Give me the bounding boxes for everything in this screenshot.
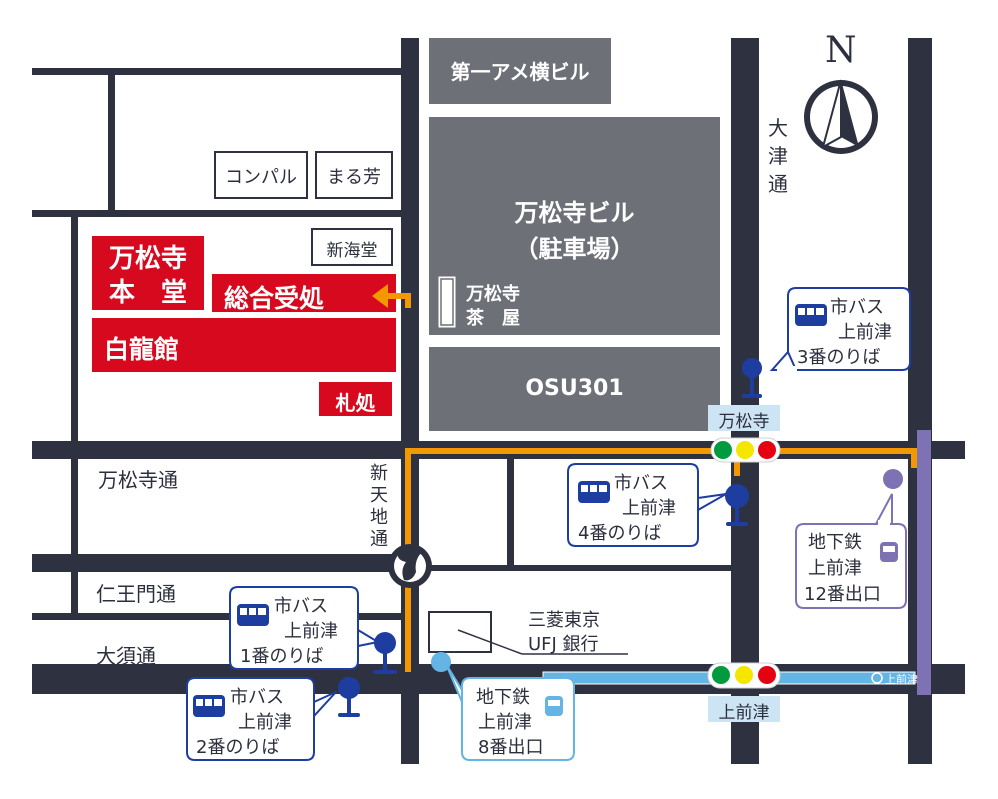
label-hondo-1: 万松寺 bbox=[108, 244, 187, 274]
label-ufj-2: UFJ 銀行 bbox=[528, 634, 599, 655]
subway-line-tsurumai bbox=[917, 430, 931, 695]
subway-exit-8-dot bbox=[431, 652, 451, 672]
label-hakuryukan: 白龍館 bbox=[104, 335, 180, 364]
minor-streets bbox=[32, 68, 740, 620]
road-niomon-dori bbox=[32, 554, 408, 572]
compass-label: N bbox=[825, 30, 857, 71]
bus-stop-3-line1: 市バス bbox=[830, 297, 884, 318]
bus-stop-4-line2: 上前津 bbox=[622, 498, 676, 519]
label-reception: 総合受処 bbox=[224, 284, 325, 313]
route-arrow bbox=[372, 284, 388, 308]
building-osu301 bbox=[429, 347, 720, 431]
street-label-banshoji-dori: 万松寺通 bbox=[98, 468, 178, 492]
subway-exit-12-dot bbox=[883, 469, 903, 489]
label-ufj-1: 三菱東京 bbox=[528, 610, 600, 631]
intersection-label-banshoji: 万松寺 bbox=[718, 412, 770, 432]
rotary-icon bbox=[388, 544, 432, 588]
building-banshoji-bldg bbox=[429, 117, 720, 335]
building-compal bbox=[214, 151, 308, 199]
label-marukaho: まる芳 bbox=[327, 167, 381, 188]
street-label-otsu-dori: 大津通 bbox=[768, 116, 788, 196]
building-shinkaido bbox=[311, 228, 393, 266]
label-compal: コンパル bbox=[225, 167, 297, 188]
label-hondo-2: 本 堂 bbox=[108, 278, 187, 308]
callout-exit-12 bbox=[795, 523, 907, 609]
gray-buildings bbox=[429, 38, 720, 431]
bus-stop-1-line2: 上前津 bbox=[284, 621, 338, 642]
street-label-niomon-dori: 仁王門通 bbox=[96, 582, 176, 606]
block-hakuryukan bbox=[92, 318, 396, 372]
subway-exit-8-line1: 地下鉄 bbox=[476, 687, 530, 708]
bus-stop-pin-icon bbox=[338, 358, 762, 717]
block-fuda bbox=[319, 382, 392, 416]
label-box-banshoji bbox=[708, 405, 780, 431]
building-marukaho bbox=[315, 151, 393, 199]
traffic-signal-banshoji bbox=[710, 437, 781, 463]
label-fuda: 札処 bbox=[335, 391, 376, 415]
subway-exit-8-line3: 8番出口 bbox=[478, 737, 544, 758]
temple-blocks bbox=[92, 236, 396, 416]
building-ufj bbox=[428, 611, 492, 653]
station-icon bbox=[871, 672, 883, 684]
label-banshoji-bldg: 万松寺ビル bbox=[514, 199, 635, 227]
bus-stop-4-line1: 市バス bbox=[614, 473, 668, 494]
label-shinkaido: 新海堂 bbox=[326, 241, 378, 261]
bus-stop-3-line3: 3番のりば bbox=[797, 347, 881, 368]
label-daiichi-ame: 第一アメ横ビル bbox=[450, 60, 590, 84]
building-daiichi-ame bbox=[429, 38, 611, 104]
bus-stop-1-line3: 1番のりば bbox=[240, 646, 324, 667]
bus-stop-3-line2: 上前津 bbox=[838, 322, 892, 343]
chaya-marker bbox=[438, 276, 456, 328]
bus-stop-4-line3: 4番のりば bbox=[578, 523, 662, 544]
intersection-label-kamimaezu: 上前津 bbox=[718, 703, 770, 723]
bus-stop-2-line2: 上前津 bbox=[238, 712, 292, 733]
road-otsu-dori bbox=[731, 38, 759, 764]
train-icon bbox=[545, 542, 898, 716]
label-osu301: OSU301 bbox=[525, 376, 624, 401]
label-box-kamimaezu bbox=[708, 696, 780, 722]
traffic-signal-kamimaezu bbox=[707, 662, 781, 689]
subway-exit-12-line1: 地下鉄 bbox=[808, 532, 862, 553]
label-banshoji-parking: （駐車場） bbox=[514, 235, 635, 263]
label-chaya-2: 茶 屋 bbox=[466, 308, 520, 329]
subway-exit-12-line2: 上前津 bbox=[808, 558, 862, 579]
subway-exit-8-line2: 上前津 bbox=[478, 712, 532, 733]
block-reception bbox=[212, 274, 396, 312]
station-label-kamimaezu: 上前津 bbox=[885, 673, 918, 686]
compass-icon bbox=[804, 79, 878, 154]
bus-stop-2-line1: 市バス bbox=[230, 687, 284, 708]
street-label-osu-dori: 大須通 bbox=[96, 644, 156, 668]
bus-stop-2-line3: 2番のりば bbox=[196, 737, 280, 758]
bus-stop-1-line1: 市バス bbox=[274, 596, 328, 617]
subway-exit-12-line3: 12番出口 bbox=[804, 584, 881, 605]
outlined-buildings bbox=[214, 151, 492, 653]
street-label-shintenchi-dori: 新天地通 bbox=[370, 463, 388, 550]
block-hondo bbox=[92, 236, 204, 310]
label-chaya-1: 万松寺 bbox=[466, 284, 520, 305]
